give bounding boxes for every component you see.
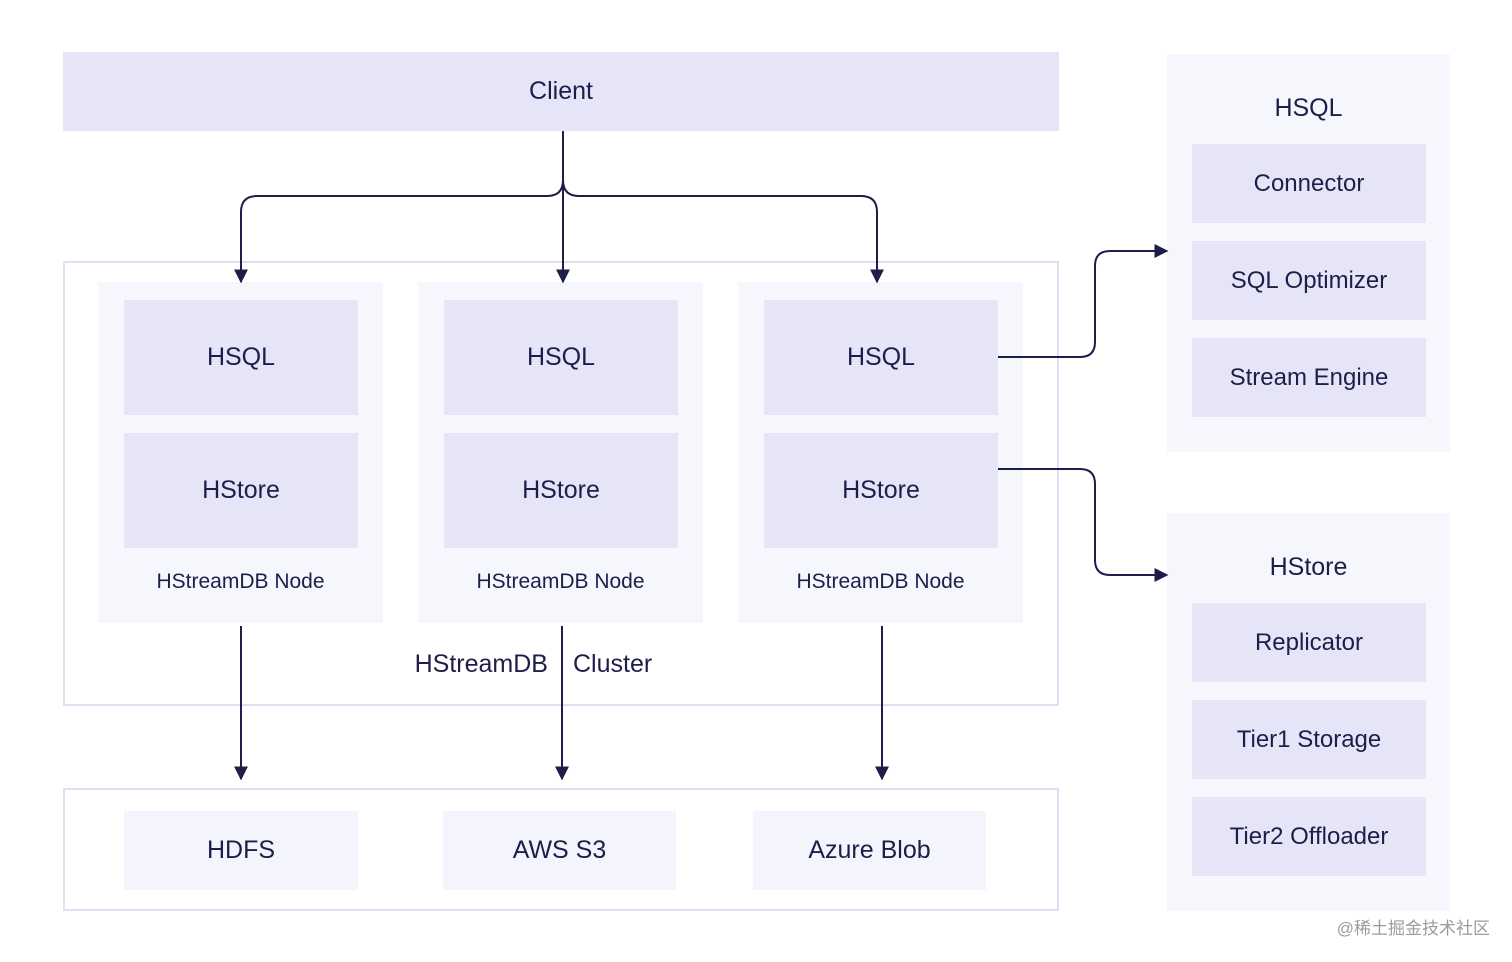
storage-azure-blob: Azure Blob [753,811,986,890]
node-3-label: HStreamDB Node [796,570,965,593]
hstore-tier1-storage-label: Tier1 Storage [1236,725,1382,753]
hsql-to-panel-arrow [998,244,1169,358]
cluster-label-left: HStreamDB [414,649,548,678]
hstore-replicator-label: Replicator [1254,628,1364,656]
hsql-stream-engine: Stream Engine [1192,338,1426,417]
client-to-node-1-arrow [234,179,564,284]
node-2-hstore-box: HStore [444,433,678,548]
cluster-label-right: Cluster [573,649,653,678]
storage-hdfs: HDFS [124,811,358,890]
hsql-connector-label: Connector [1253,169,1365,197]
node-3-hstore-label: HStore [842,476,920,504]
hsql-stream-engine-label: Stream Engine [1229,363,1389,391]
node-3-hsql-label: HSQL [846,343,916,371]
node-3-hstore-box: HStore [764,433,998,548]
hsql-sql-optimizer-label: SQL Optimizer [1230,266,1388,294]
storage-aws-s3-label: AWS S3 [512,836,607,864]
hstore-replicator: Replicator [1192,603,1426,682]
client-label: Client [529,77,593,105]
node-1-hsql-box: HSQL [124,300,358,415]
node-2-label: HStreamDB Node [476,570,645,593]
node-2-hstore-label: HStore [522,476,600,504]
storage-hdfs-label: HDFS [206,836,276,864]
hstore-to-panel-arrow [998,468,1169,582]
storage-outline [63,788,1059,911]
watermark: @稀土掘金技术社区 [1336,919,1490,938]
node-1-label: HStreamDB Node [156,570,325,593]
hstore-tier2-offloader-label: Tier2 Offloader [1229,822,1389,850]
client-box: Client [63,52,1059,131]
hstore-tier2-offloader: Tier2 Offloader [1192,797,1426,876]
hsql-connector: Connector [1192,144,1426,223]
hsql-sql-optimizer: SQL Optimizer [1192,241,1426,320]
node-3-hsql-box: HSQL [764,300,998,415]
node-1-hstore-label: HStore [202,476,280,504]
hstore-panel-title: HStore [1269,552,1348,581]
node-1-hstore-box: HStore [124,433,358,548]
node-2-hsql-label: HSQL [526,343,596,371]
node-1-hsql-label: HSQL [206,343,276,371]
client-to-node-3-arrow [562,179,884,284]
node-2-hsql-box: HSQL [444,300,678,415]
storage-azure-blob-label: Azure Blob [808,836,931,864]
storage-aws-s3: AWS S3 [443,811,676,890]
hstore-tier1-storage: Tier1 Storage [1192,700,1426,779]
hsql-panel-title: HSQL [1274,93,1343,122]
